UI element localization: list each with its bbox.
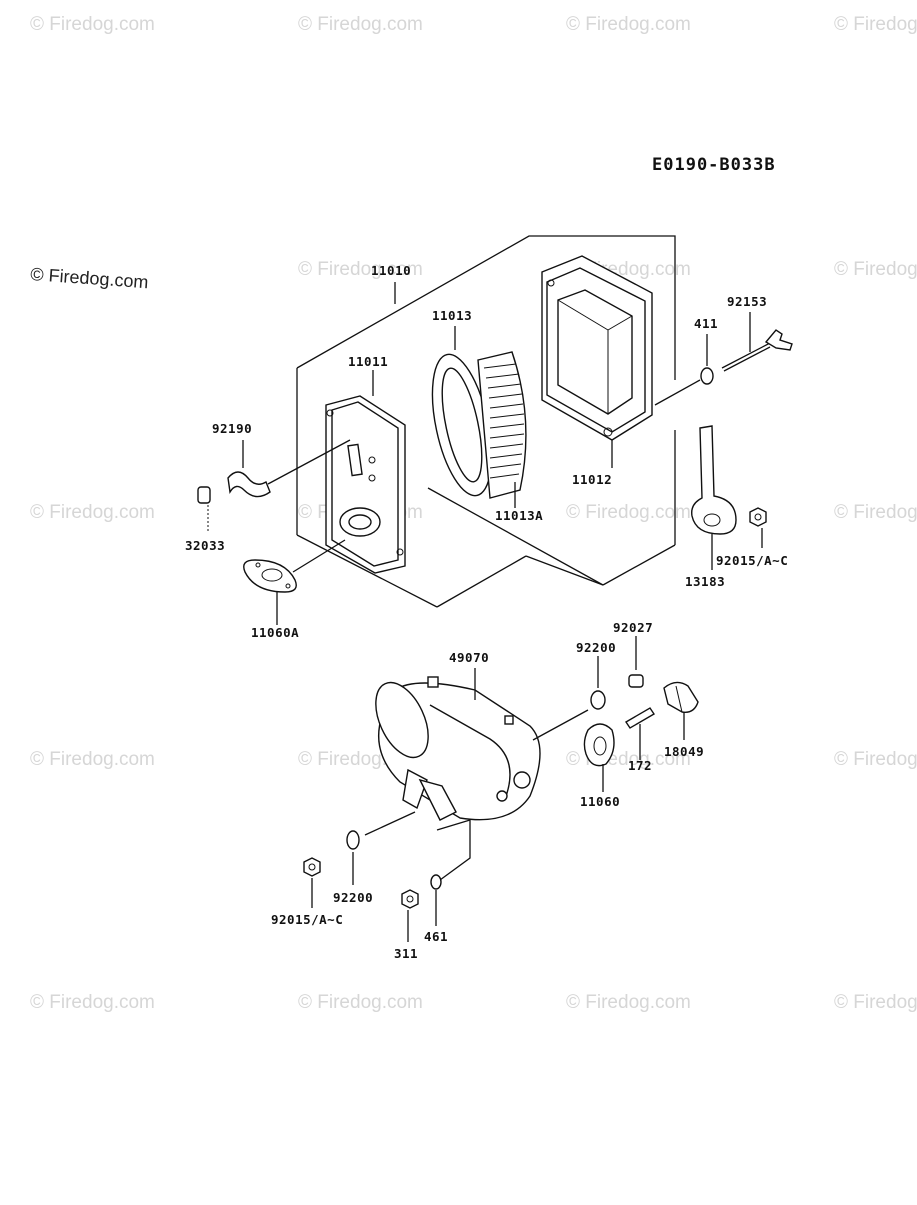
watermark: © Firedog.com — [834, 14, 917, 35]
label-92190: 92190 — [212, 421, 252, 436]
nut-311 — [401, 889, 419, 942]
label-11013A: 11013A — [495, 508, 543, 523]
label-11010: 11010 — [371, 263, 411, 278]
assembly-bracket-11010 — [296, 235, 676, 608]
watermark: © Firedog.com — [566, 992, 691, 1013]
label-92200-bot: 92200 — [333, 890, 373, 905]
washer-411 — [654, 334, 714, 406]
muffler-49070 — [364, 668, 589, 881]
bracket-13183 — [691, 425, 737, 570]
label-11060: 11060 — [580, 794, 620, 809]
label-11011: 11011 — [348, 354, 388, 369]
watermark: © Firedog.com — [298, 992, 423, 1013]
label-92200-top: 92200 — [576, 640, 616, 655]
label-11012: 11012 — [572, 472, 612, 487]
label-49070: 49070 — [449, 650, 489, 665]
pipe-32033 — [197, 486, 211, 532]
watermark: © Firedog.com — [30, 992, 155, 1013]
cover-11012 — [541, 255, 653, 468]
wing-bolt-92153 — [721, 312, 793, 372]
label-32033: 32033 — [185, 538, 225, 553]
breather-hose-92190 — [227, 439, 351, 498]
watermark: © Firedog.com — [30, 14, 155, 35]
nut-92015-bot — [303, 857, 321, 908]
base-plate-11011 — [325, 370, 406, 574]
watermark: © Firedog.com — [298, 14, 423, 35]
watermark: © Firedog.com — [834, 259, 917, 280]
diagram-code: E0190-B033B — [652, 155, 776, 175]
watermark: © Firedog.com — [298, 259, 423, 280]
stud-172 — [625, 707, 655, 760]
label-92015-top: 92015/A~C — [716, 553, 788, 568]
watermark: © Firedog.com — [566, 502, 691, 523]
nut-92015-top — [749, 507, 767, 548]
lock-washer-461 — [430, 874, 442, 926]
watermark: © Firedog.com — [834, 749, 917, 770]
part-labels: 11010 11013 11011 92190 32033 11060A 110… — [185, 263, 788, 961]
label-92027: 92027 — [613, 620, 653, 635]
washer-92200-bot — [346, 830, 360, 885]
label-461: 461 — [424, 929, 448, 944]
gasket-11060 — [583, 723, 615, 792]
label-311: 311 — [394, 946, 418, 961]
label-13183: 13183 — [685, 574, 725, 589]
label-411: 411 — [694, 316, 718, 331]
label-172: 172 — [628, 758, 652, 773]
label-11060A: 11060A — [251, 625, 299, 640]
corner-watermark: © Firedog.com — [30, 264, 149, 292]
washer-92200-top — [590, 656, 606, 710]
watermark: © Firedog.com — [834, 992, 917, 1013]
label-92153: 92153 — [727, 294, 767, 309]
spark-arrester-18049 — [663, 681, 699, 740]
label-92015-bot: 92015/A~C — [271, 912, 343, 927]
filter-element-11013 — [431, 326, 527, 508]
gasket-11060A — [243, 539, 346, 625]
label-18049: 18049 — [664, 744, 704, 759]
watermark: © Firedog.com — [834, 502, 917, 523]
watermark: © Firedog.com — [566, 14, 691, 35]
watermark: © Firedog.com — [30, 749, 155, 770]
cap-92027 — [628, 636, 644, 688]
label-11013: 11013 — [432, 308, 472, 323]
watermark: © Firedog.com — [30, 502, 155, 523]
